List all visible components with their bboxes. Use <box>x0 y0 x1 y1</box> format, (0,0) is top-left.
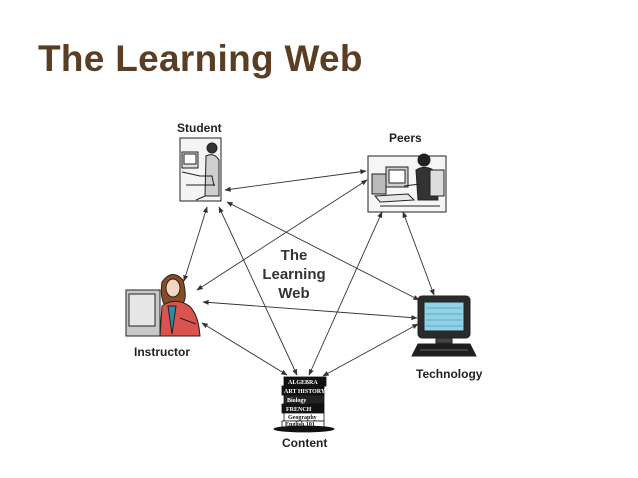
arrow-student-peers <box>224 169 367 192</box>
center-label: The Learning Web <box>252 246 336 303</box>
arrow-technology-content <box>322 323 419 377</box>
instructor-icon <box>125 274 201 337</box>
book-title-3: Biology <box>287 398 306 404</box>
center-label-line-2: Learning <box>262 266 326 283</box>
node-label-student: Student <box>177 121 222 135</box>
node-label-peers: Peers <box>389 131 422 145</box>
arrow-peers-instructor <box>196 179 368 291</box>
arrow-instructor-technology <box>202 299 418 321</box>
student-computer-icon <box>179 137 222 202</box>
node-label-instructor: Instructor <box>134 345 191 359</box>
peers-computer-icon <box>367 153 447 213</box>
book-stack-icon: ALGEBRA ART HISTORY Biology FRENCH Geogr… <box>273 376 335 433</box>
slide-title: The Learning Web <box>38 38 363 79</box>
computer-monitor-icon <box>411 295 477 357</box>
node-label-content: Content <box>282 436 328 450</box>
arrow-peers-content <box>308 211 383 376</box>
center-label-line-1: The <box>280 247 308 264</box>
book-title-4: FRENCH <box>286 407 312 413</box>
book-title-6: English 101 <box>285 422 315 428</box>
book-title-2: ART HISTORY <box>284 389 326 395</box>
arrow-instructor-content <box>201 322 288 376</box>
center-label-line-3: Web <box>278 285 310 302</box>
book-title-5: Geography <box>288 415 317 421</box>
book-title-1: ALGEBRA <box>288 380 318 386</box>
node-label-technology: Technology <box>416 367 483 381</box>
arrow-peers-technology <box>402 211 435 296</box>
arrow-student-instructor <box>183 206 208 282</box>
